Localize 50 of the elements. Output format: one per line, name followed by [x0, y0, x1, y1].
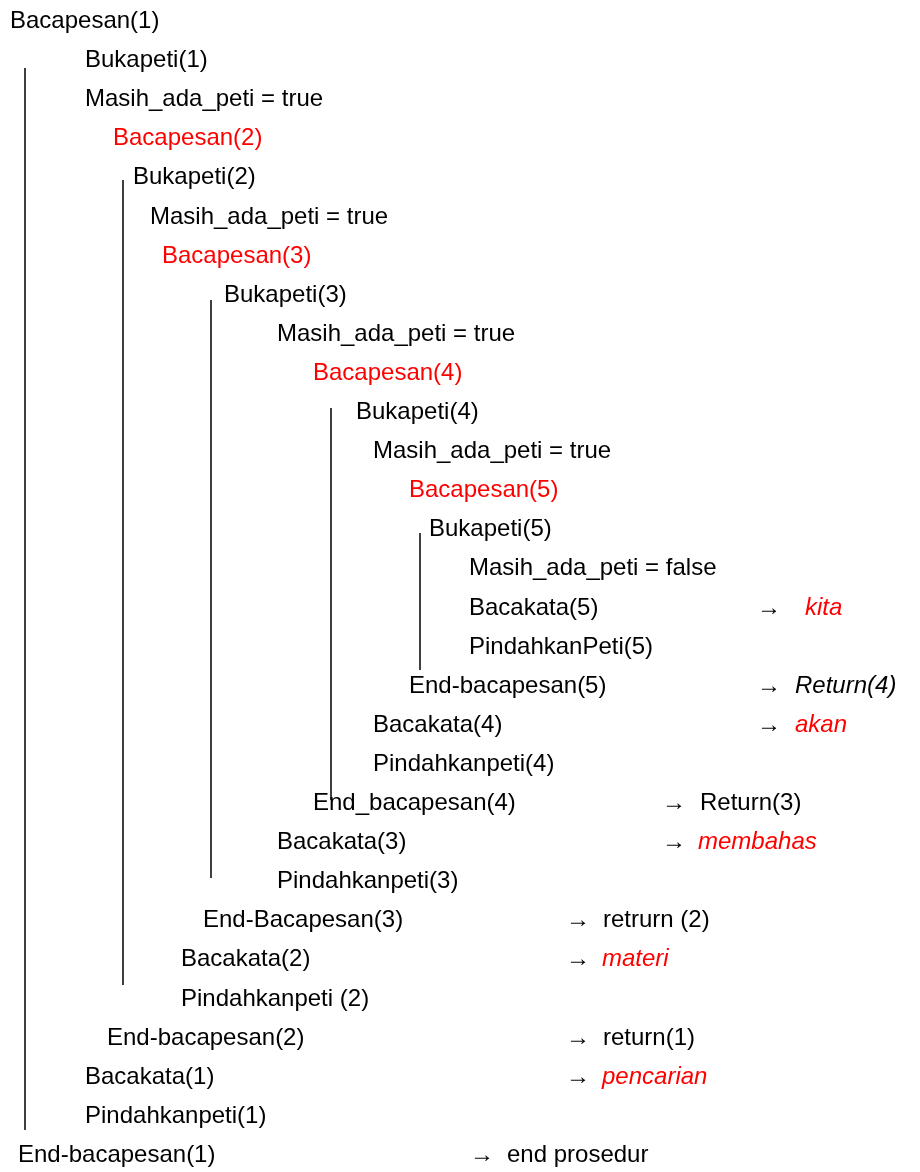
trace-line: Return(3) [700, 787, 802, 817]
trace-line: Bacapesan(4) [313, 356, 463, 387]
trace-line: retrurn (2) [603, 904, 710, 935]
trace-line: Pindahkanpeti (2) [181, 982, 370, 1013]
trace-line: Bukapeti(4) [356, 396, 479, 426]
arrow-glyph: → [662, 787, 686, 817]
arrow-glyph: → [566, 1060, 590, 1091]
trace-line: Bacakata(5) [469, 591, 599, 622]
trace-line: End-bacapesan(1) [18, 1138, 216, 1169]
trace-line: Masih_ada_peti = true [150, 200, 389, 231]
trace-line: Bacakata(2) [181, 943, 311, 974]
arrow-glyph: → [566, 904, 590, 935]
arrow-glyph: → [566, 943, 590, 974]
result-word: materi [602, 943, 669, 974]
trace-line: Pindahkanpeti(1) [85, 1099, 267, 1130]
trace-line: Masih_ada_peti = true [373, 435, 612, 466]
arrow-glyph: → [757, 669, 781, 700]
arrow-glyph: → [757, 591, 781, 622]
trace-line: end prosedur [507, 1138, 649, 1169]
trace-line: Masih_ada_peti = true [85, 83, 324, 114]
trace-line: End-bacapesan(5) [409, 669, 607, 700]
trace-line: Bukapeti(5) [429, 513, 552, 544]
trace-line: Bacakata(4) [373, 708, 503, 739]
trace-line: Bacapesan(2) [113, 122, 263, 153]
trace-line: End_bacapesan(4) [313, 787, 516, 817]
trace-line: Bukapeti(2) [133, 161, 256, 192]
result-word: akan [795, 708, 848, 739]
trace-line: Pindahkanpeti(4) [373, 747, 555, 778]
result-word: membahas [698, 826, 817, 857]
trace-line: End-bacapesan(2) [107, 1021, 305, 1052]
trace-line: Bacakata(1) [85, 1060, 215, 1091]
trace-line: Bacapesan(1) [10, 5, 160, 35]
trace-line: Masih_ada_peti = true [277, 317, 516, 348]
result-word: Return(4) [795, 669, 897, 700]
arrow-glyph: → [470, 1138, 494, 1169]
arrow-glyph: → [757, 708, 781, 739]
arrow-glyph: → [662, 826, 686, 857]
trace-line: PindahkanPeti(5) [469, 630, 654, 661]
trace-line: Bacakata(3) [277, 826, 407, 857]
result-word: pencarian [602, 1060, 708, 1091]
result-word: kita [805, 591, 843, 622]
trace-line: Bacapesan(5) [409, 474, 559, 505]
trace-line: Pindahkanpeti(3) [277, 865, 459, 896]
arrow-glyph: → [566, 1021, 590, 1052]
trace-line: Bacapesan(3) [162, 239, 312, 270]
trace-line: Bukapeti(1) [85, 44, 208, 75]
trace-line: Bukapeti(3) [224, 278, 347, 309]
trace-line: End-Bacapesan(3) [203, 904, 404, 935]
trace-line: Masih_ada_peti = false [469, 552, 717, 583]
trace-line: return(1) [603, 1021, 696, 1052]
